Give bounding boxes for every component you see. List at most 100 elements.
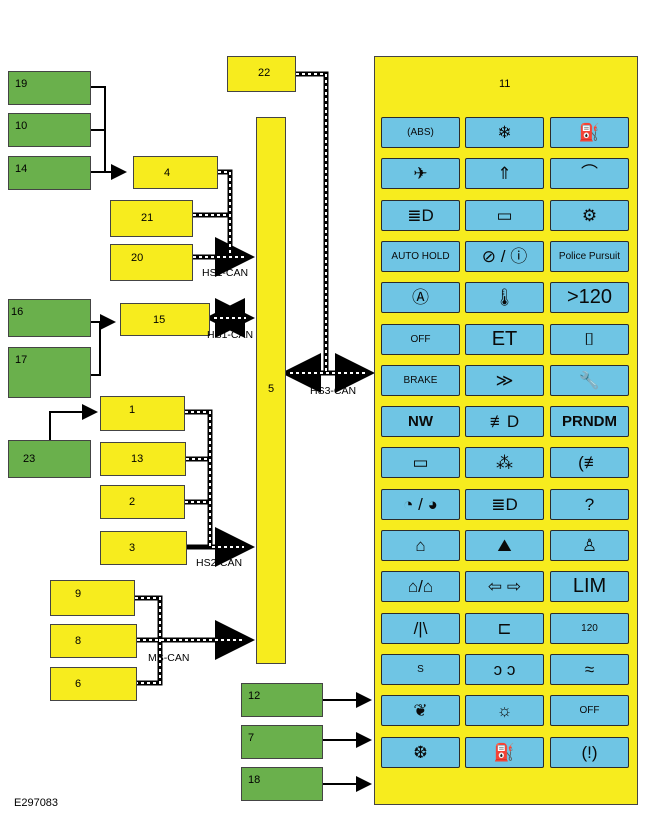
trailer-icon-glyph: ▭ — [496, 206, 513, 225]
blind-spot-icon: ◔ / ◕ — [381, 489, 460, 520]
module-13: 13 — [100, 442, 186, 476]
module-19: 19 — [8, 71, 91, 105]
module-6: 6 — [50, 667, 137, 701]
bus-label-hs3: HS3-CAN — [310, 385, 357, 397]
check-engine-icon-glyph: ⚙ — [581, 206, 598, 225]
coolant-temperature-icon-glyph: 🌡 — [493, 288, 516, 307]
module-8-label: 8 — [75, 635, 82, 647]
bulb-failure-icon: ☼ — [465, 695, 544, 726]
turn-signal-icon: ⇦ ⇨ — [465, 571, 544, 602]
seatbelt-question-icon: ? — [550, 489, 629, 520]
service-wrench-icon-glyph: 🔧 — [578, 371, 601, 390]
module-10-label: 10 — [15, 120, 28, 132]
nw-text: NW — [408, 413, 433, 430]
auto-hold-icon: AUTO HOLD — [381, 241, 460, 272]
high-beam-icon: ≣D — [465, 489, 544, 520]
module-12: 12 — [241, 683, 323, 717]
wire-16-17-to-15 — [91, 314, 116, 376]
brake-warning-icon: BRAKE — [381, 365, 460, 396]
module-3: 3 — [100, 531, 187, 565]
rear-fog-icon: (≢ — [550, 447, 629, 478]
prndm-text: PRNDM — [562, 413, 617, 430]
seatbelt-icon-glyph: ♙ — [581, 536, 598, 555]
module-2-label: 2 — [129, 496, 136, 508]
bus-label-hs1-lower: HS1-CAN — [207, 329, 254, 341]
position-lamps-icon-glyph: ↄ ɔ — [493, 660, 516, 679]
adaptive-cruise-icon: ⌂ — [381, 530, 460, 561]
seatbelt-icon: ♙ — [550, 530, 629, 561]
module-16-label: 16 — [11, 306, 24, 318]
speed-warning-icon: >120 — [550, 282, 629, 313]
module-1-label: 1 — [129, 404, 136, 416]
bus-label-ms: MS-CAN — [148, 652, 190, 664]
module-7-label: 7 — [248, 732, 255, 744]
tire-pressure-icon: (!) — [550, 737, 629, 768]
wire-12-7-18-to-11 — [323, 692, 372, 792]
bulb-failure-icon-glyph: ☼ — [496, 701, 513, 720]
door-ajar-icon-glyph: ⌂/⌂ — [407, 577, 434, 596]
module-13-label: 13 — [131, 453, 144, 465]
brake-warning-text: BRAKE — [403, 375, 438, 386]
lane-keeping-icon: ⇑ — [465, 158, 544, 189]
wire-23-to-1 — [49, 404, 98, 440]
auto-start-stop-icon: Ⓐ — [381, 282, 460, 313]
airbag-icon: ✈ — [381, 158, 460, 189]
module-4: 4 — [133, 156, 218, 189]
engine-temp-et-text: ET — [491, 328, 518, 350]
module-22-label: 22 — [258, 67, 271, 79]
check-engine-icon: ⚙ — [550, 200, 629, 231]
lim-icon: LIM — [550, 571, 629, 602]
steering-text: S — [417, 664, 424, 675]
hill-descent-icon-glyph: ⛰ — [497, 536, 512, 555]
oil-pressure-icon: ⛽ — [550, 117, 629, 148]
blind-spot-icon-glyph: ◔ / ◕ — [403, 495, 438, 514]
module-5: 5 — [256, 117, 286, 664]
module-15: 15 — [120, 303, 210, 336]
pre-collision-icon: ≫ — [465, 365, 544, 396]
abs-icon: (ABS) — [381, 117, 460, 148]
key-not-detected-icon-glyph: ⌷ — [584, 330, 595, 349]
bus-label-hs2: HS2-CAN — [196, 557, 243, 569]
trailer-icon: ▭ — [465, 200, 544, 231]
module-3-label: 3 — [129, 542, 136, 554]
bus-hs1-upper — [193, 169, 255, 277]
nw-icon: NW — [381, 406, 460, 437]
stability-control-off-text: OFF — [579, 705, 600, 716]
auto-start-stop-icon-glyph: Ⓐ — [412, 288, 429, 307]
oil-pressure-icon-glyph: ⛽ — [578, 123, 601, 142]
prndm-icon: PRNDM — [550, 406, 629, 437]
stability-control-icon-glyph: ≈ — [584, 660, 595, 679]
eco-leaf-icon: ❦ — [381, 695, 460, 726]
hill-descent-icon: ⛰ — [465, 530, 544, 561]
steering-icon: S — [381, 654, 460, 685]
frost-warning-icon-glyph: ❄ — [497, 123, 512, 142]
airbag-icon-glyph: ✈ — [413, 164, 428, 183]
auto-start-off-text: OFF — [410, 334, 431, 345]
brake-system-icon-glyph: ⊘ / ⓘ — [481, 247, 528, 266]
module-14: 14 — [8, 156, 91, 190]
engine-temp-et-icon: ET — [465, 324, 544, 355]
police-pursuit-icon: Police Pursuit — [550, 241, 629, 272]
auto-high-beam-icon-glyph: ≣D — [407, 206, 434, 225]
seatbelt-question-text: ? — [584, 495, 595, 514]
ice-warning-icon-glyph: ⁂ — [496, 453, 513, 472]
module-9-label: 9 — [75, 588, 82, 600]
brake-system-icon: ⊘ / ⓘ — [465, 241, 544, 272]
module-18-label: 18 — [248, 774, 261, 786]
washer-fluid-icon: ⌒ — [550, 158, 629, 189]
module-5-label: 5 — [268, 383, 275, 395]
module-20-label: 20 — [131, 252, 144, 264]
module-17: 17 — [8, 347, 91, 398]
tailgate-ajar-icon: ⊏ — [465, 613, 544, 644]
module-1: 1 — [100, 396, 185, 431]
auto-high-beam-icon: ≣D — [381, 200, 460, 231]
high-beam-icon-glyph: ≣D — [491, 495, 518, 514]
police-pursuit-text: Police Pursuit — [558, 251, 621, 262]
door-ajar-icon: ⌂/⌂ — [381, 571, 460, 602]
turn-signal-icon-glyph: ⇦ ⇨ — [487, 577, 522, 596]
module-20: 20 — [110, 244, 193, 281]
front-fog-icon-glyph: ≢D — [489, 412, 520, 431]
low-temperature-icon: ❆ — [381, 737, 460, 768]
lane-departure-icon: /|\ — [381, 613, 460, 644]
lane-keeping-icon-glyph: ⇑ — [497, 164, 512, 183]
